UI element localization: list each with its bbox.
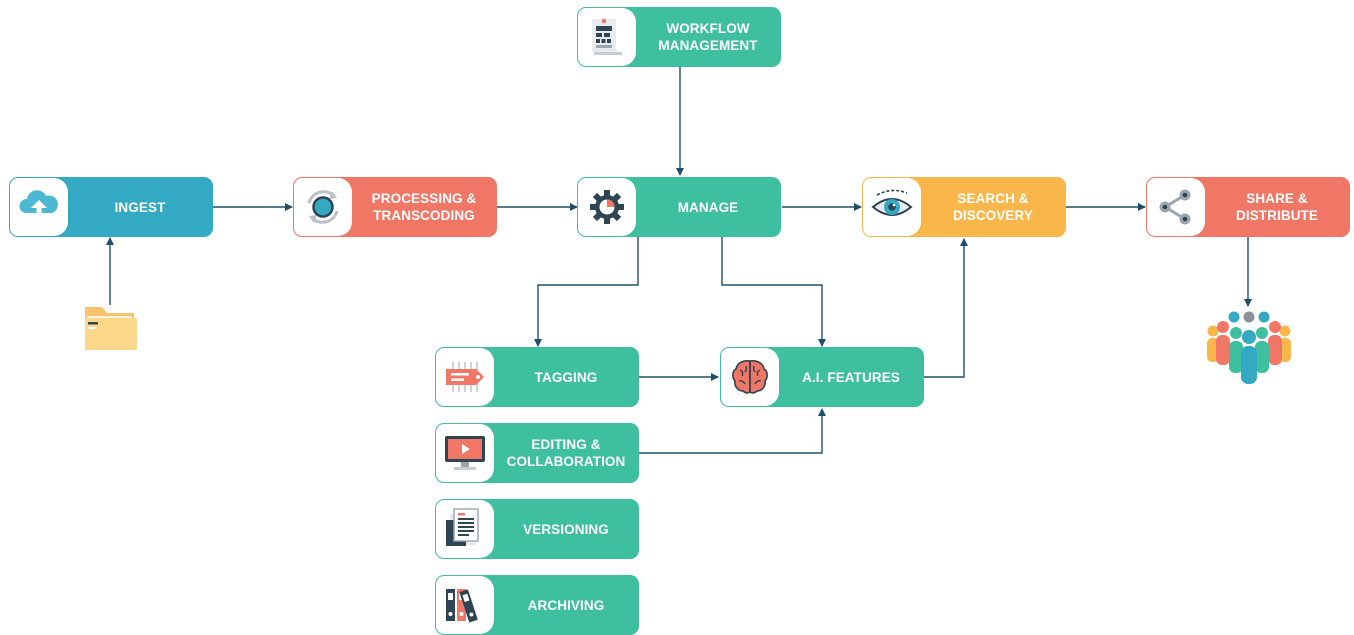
- versioning-node[interactable]: VERSIONING: [435, 499, 639, 559]
- folder-icon: [85, 307, 137, 350]
- arrow-editing-to-ai: [639, 408, 826, 454]
- tagging-node[interactable]: TAGGING: [435, 347, 639, 407]
- node-label: EDITING & COLLABORATION: [506, 437, 626, 469]
- document-stack-icon: [436, 500, 494, 558]
- workflow-board-icon: [578, 8, 636, 66]
- share-distribute-node[interactable]: SHARE & DISTRIBUTE: [1146, 177, 1350, 237]
- node-label: MANAGE: [677, 199, 739, 215]
- node-label: TAGGING: [534, 369, 598, 385]
- tag-chip-icon: [436, 348, 494, 406]
- manage-node[interactable]: MANAGE: [577, 177, 781, 237]
- arrow-manage-to-ai: [721, 237, 826, 347]
- editing-collaboration-node[interactable]: EDITING & COLLABORATION: [435, 423, 639, 483]
- archiving-node[interactable]: ARCHIVING: [435, 575, 639, 635]
- share-icon: [1147, 178, 1205, 236]
- node-label: ARCHIVING: [527, 597, 605, 613]
- workflow-management-node[interactable]: WORKFLOW MANAGEMENT: [577, 7, 781, 67]
- ingest-node[interactable]: INGEST: [9, 177, 213, 237]
- monitor-video-icon: [436, 424, 494, 482]
- node-label: SHARE & DISTRIBUTE: [1236, 191, 1318, 223]
- arrow-ai-to-search: [924, 238, 968, 378]
- node-label: SEARCH & DISCOVERY: [953, 191, 1033, 223]
- brain-icon: [721, 348, 779, 406]
- gear-pie-icon: [578, 178, 636, 236]
- cloud-upload-icon: [10, 178, 68, 236]
- binders-icon: [436, 576, 494, 634]
- processing-transcoding-node[interactable]: PROCESSING & TRANSCODING: [293, 177, 497, 237]
- node-label: WORKFLOW MANAGEMENT: [658, 21, 758, 53]
- node-label: VERSIONING: [523, 521, 609, 537]
- node-label: PROCESSING & TRANSCODING: [371, 191, 477, 223]
- node-label: INGEST: [114, 199, 166, 215]
- ai-features-node[interactable]: A.I. FEATURES: [720, 347, 924, 407]
- refresh-cycle-icon: [294, 178, 352, 236]
- arrow-manage-to-tagging: [534, 237, 639, 347]
- eye-icon: [863, 178, 921, 236]
- people-group-icon: [1207, 311, 1291, 384]
- search-discovery-node[interactable]: SEARCH & DISCOVERY: [862, 177, 1066, 237]
- node-label: A.I. FEATURES: [802, 369, 900, 385]
